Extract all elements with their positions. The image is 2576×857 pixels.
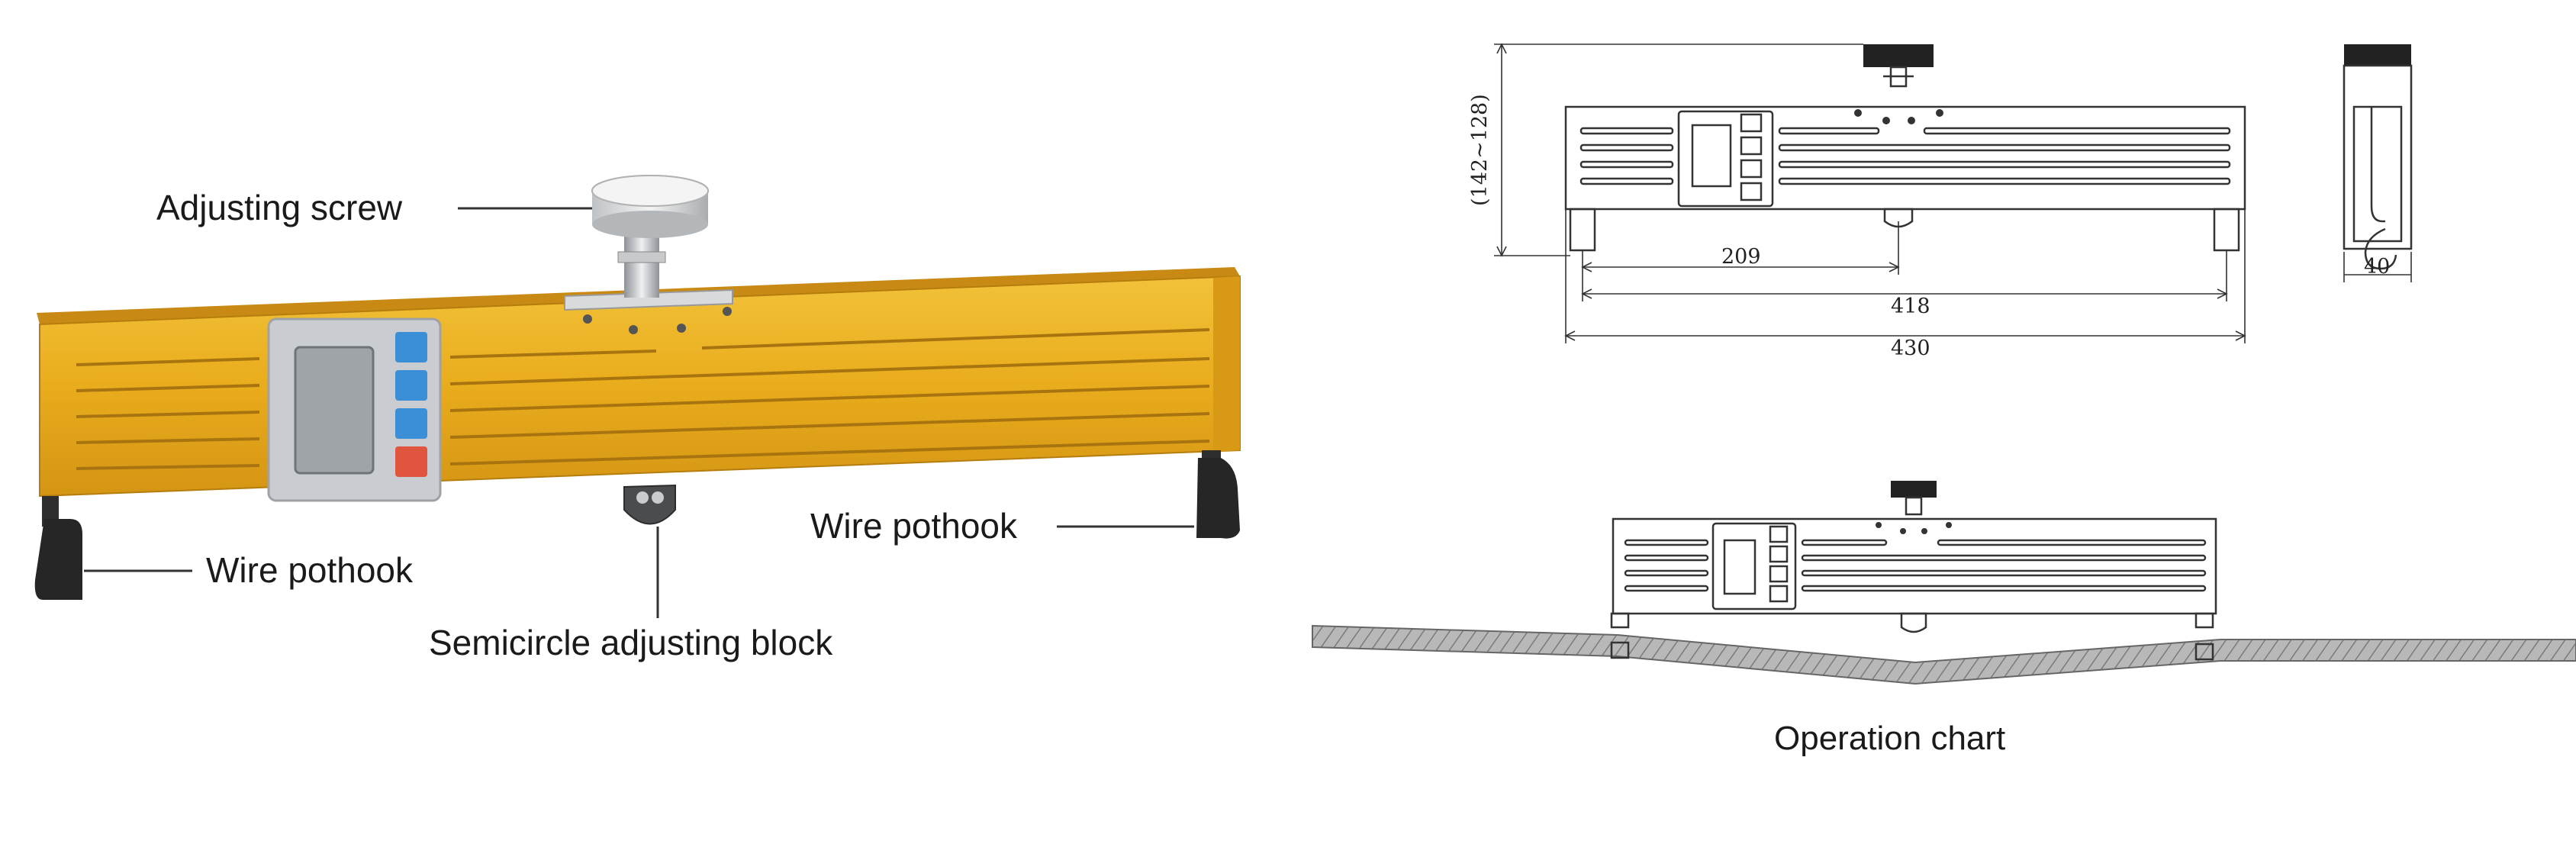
dim-209-label: 209 bbox=[1721, 245, 1761, 269]
screw-dot-2 bbox=[629, 325, 638, 334]
dimension-drawing bbox=[1494, 43, 2246, 343]
right-pothook bbox=[1196, 450, 1240, 539]
left-pothook bbox=[34, 496, 82, 600]
screw-plate bbox=[564, 288, 733, 311]
key-1 bbox=[395, 332, 427, 362]
semicircle-block-label: Semicircle adjusting block bbox=[429, 623, 833, 662]
drawing-body bbox=[1564, 105, 2246, 211]
bar-grooves-right bbox=[449, 328, 1210, 466]
dim-418-label: 418 bbox=[1891, 295, 1930, 318]
semicircle-block-photo bbox=[623, 484, 676, 525]
lcd-screen bbox=[294, 346, 375, 475]
display-panel bbox=[267, 317, 442, 502]
right-pothook-label: Wire pothook bbox=[810, 506, 1018, 546]
left-pothook-label: Wire pothook bbox=[206, 550, 414, 590]
bar-grooves-left bbox=[76, 357, 260, 470]
operation-chart: Operation chart bbox=[1312, 481, 2576, 757]
side-view-drawing bbox=[2343, 44, 2413, 282]
wire-rope bbox=[1312, 624, 2576, 685]
drawing-panel bbox=[1677, 110, 1774, 208]
key-2 bbox=[395, 370, 427, 401]
dim-40-label: 40 bbox=[2364, 255, 2390, 279]
adjusting-screw bbox=[591, 175, 709, 298]
screw-dot-4 bbox=[723, 307, 732, 316]
key-power bbox=[395, 446, 427, 477]
screw-dot-3 bbox=[677, 324, 686, 333]
key-3 bbox=[395, 408, 427, 439]
operation-body bbox=[1612, 517, 2217, 615]
drawing-knob bbox=[1863, 44, 1934, 67]
bar-end-cap bbox=[1213, 276, 1240, 452]
adjusting-screw-label: Adjusting screw bbox=[156, 188, 403, 227]
tension-meter-photo: Adjusting screw Wire pothook Wire pothoo… bbox=[34, 175, 1241, 662]
operation-caption: Operation chart bbox=[1774, 720, 2005, 757]
height-dim-label: (142~128) bbox=[1468, 94, 1492, 206]
screw-dot-1 bbox=[583, 314, 592, 324]
dim-430-label: 430 bbox=[1891, 337, 1930, 360]
